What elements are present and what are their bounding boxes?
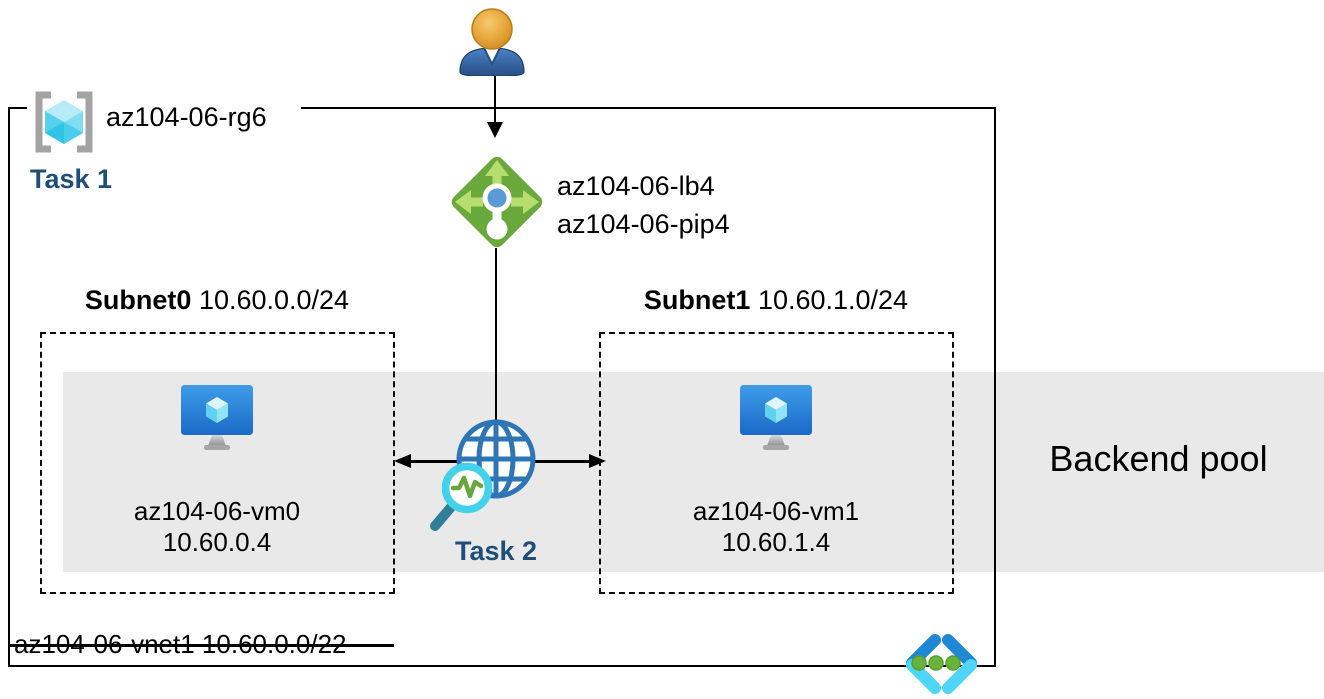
lb-name-label: az104-06-lb4 (557, 171, 715, 201)
subnet0-header: Subnet0 10.60.0.0/24 (42, 284, 392, 316)
lb-connector-line (494, 248, 497, 426)
resource-group-icon (35, 91, 93, 153)
globe-magnifier-icon (430, 419, 536, 531)
vnet-border-line (8, 644, 394, 647)
lb-pip-label: az104-06-pip4 (557, 209, 730, 239)
subnet1-cidr: 10.60.1.0/24 (757, 285, 909, 315)
vm0-name: az104-06-vm0 (133, 496, 301, 526)
vnet-name: az104-06-vnet1 (14, 629, 195, 659)
user-arrow-head (487, 122, 503, 138)
virtual-network-icon (906, 634, 977, 694)
user-arrow-line (493, 74, 496, 124)
backend-pool-label: Backend pool (1049, 438, 1268, 479)
virtual-machine-icon (181, 385, 253, 450)
subnet1-header: Subnet1 10.60.1.0/24 (601, 284, 951, 316)
task2-label: Task 2 (454, 536, 538, 566)
vnet-cidr: 10.60.0.0/22 (201, 629, 347, 659)
virtual-machine-icon (740, 385, 812, 450)
border-gap (27, 104, 301, 114)
vm1-name: az104-06-vm1 (692, 496, 860, 526)
resource-group-border (8, 107, 996, 667)
vnet-label: az104-06-vnet1 10.60.0.0/22 (14, 629, 347, 660)
vm0-label: az104-06-vm0 10.60.0.4 (107, 496, 327, 558)
vm0-ip: 10.60.0.4 (162, 527, 272, 557)
double-arrow-left-head (394, 454, 411, 468)
subnet0-name: Subnet0 (84, 285, 192, 315)
pulse-zigzag (450, 475, 484, 499)
double-arrow-right-head (589, 454, 606, 468)
load-balancer-icon (451, 156, 543, 248)
task1-label: Task 1 (30, 164, 113, 194)
backend-pool-band (63, 372, 1324, 572)
person-icon (459, 8, 525, 76)
vm1-ip: 10.60.1.4 (721, 527, 831, 557)
subnet0-cidr: 10.60.0.0/24 (198, 285, 350, 315)
subnet1-name: Subnet1 (643, 285, 751, 315)
load-balancer-labels: az104-06-lb4 az104-06-pip4 (557, 167, 730, 243)
resource-group-label: az104-06-rg6 (106, 102, 267, 132)
magnifier-handle (430, 501, 457, 531)
vm1-label: az104-06-vm1 10.60.1.4 (666, 496, 886, 558)
